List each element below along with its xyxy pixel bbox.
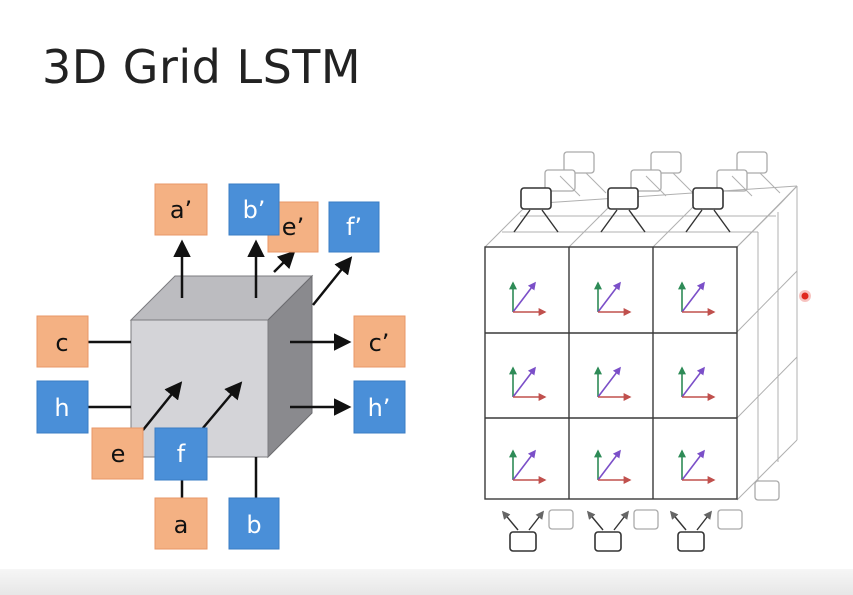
node-h-out: h’	[353, 380, 406, 434]
svg-text:c’: c’	[369, 329, 390, 357]
svg-text:e: e	[111, 440, 126, 468]
back-node-bottom-1	[548, 509, 574, 530]
arrow-f-in	[202, 381, 243, 429]
front-node-top-1	[520, 187, 552, 210]
node-b-in: b	[228, 497, 280, 550]
arrow-f-out	[312, 256, 353, 306]
front-node-bottom-1	[509, 531, 537, 552]
back-node-bottom-3	[717, 509, 743, 530]
arrow-e-in	[142, 381, 183, 431]
laser-pointer-dot	[799, 290, 811, 302]
mid-node-top-3	[716, 169, 748, 192]
front-node-bottom-3	[677, 531, 705, 552]
node-e-in: e	[91, 427, 144, 480]
front-node-top-2	[607, 187, 639, 210]
mid-node-top-2	[630, 169, 662, 192]
back-node-top-2	[650, 151, 682, 174]
svg-text:h: h	[54, 394, 69, 422]
back-node-bottom-2	[633, 509, 659, 530]
svg-text:c: c	[55, 329, 68, 357]
video-bottom-bar	[0, 569, 853, 595]
svg-text:b: b	[246, 511, 261, 539]
grid-lstm-block: a’ e’ b’ f’ c h c’ h’	[36, 183, 406, 550]
node-f-out: f’	[328, 201, 380, 253]
back-node-right-1	[754, 480, 780, 501]
arrow-e-out	[273, 250, 296, 273]
svg-text:a’: a’	[170, 196, 192, 224]
back-node-top-3	[736, 151, 768, 174]
svg-text:f’: f’	[346, 213, 362, 241]
svg-text:e’: e’	[282, 213, 304, 241]
front-node-top-3	[692, 187, 724, 210]
back-node-top-1	[563, 151, 595, 174]
grid-3d-lattice	[484, 151, 798, 552]
front-node-bottom-2	[594, 531, 622, 552]
node-b-out: b’	[228, 183, 280, 236]
svg-text:a: a	[174, 511, 189, 539]
node-a-out: a’	[154, 183, 208, 236]
svg-text:f: f	[177, 440, 186, 468]
mid-node-top-1	[544, 169, 576, 192]
node-a-in: a	[154, 497, 208, 550]
node-c-in: c	[36, 315, 89, 368]
node-h-in: h	[36, 380, 89, 434]
node-f-in: f	[154, 427, 208, 481]
svg-text:b’: b’	[243, 196, 266, 224]
svg-text:h’: h’	[368, 394, 391, 422]
front-grid-frame	[484, 246, 738, 500]
node-c-out: c’	[353, 315, 406, 368]
slide-title: 3D Grid LSTM	[42, 40, 362, 94]
